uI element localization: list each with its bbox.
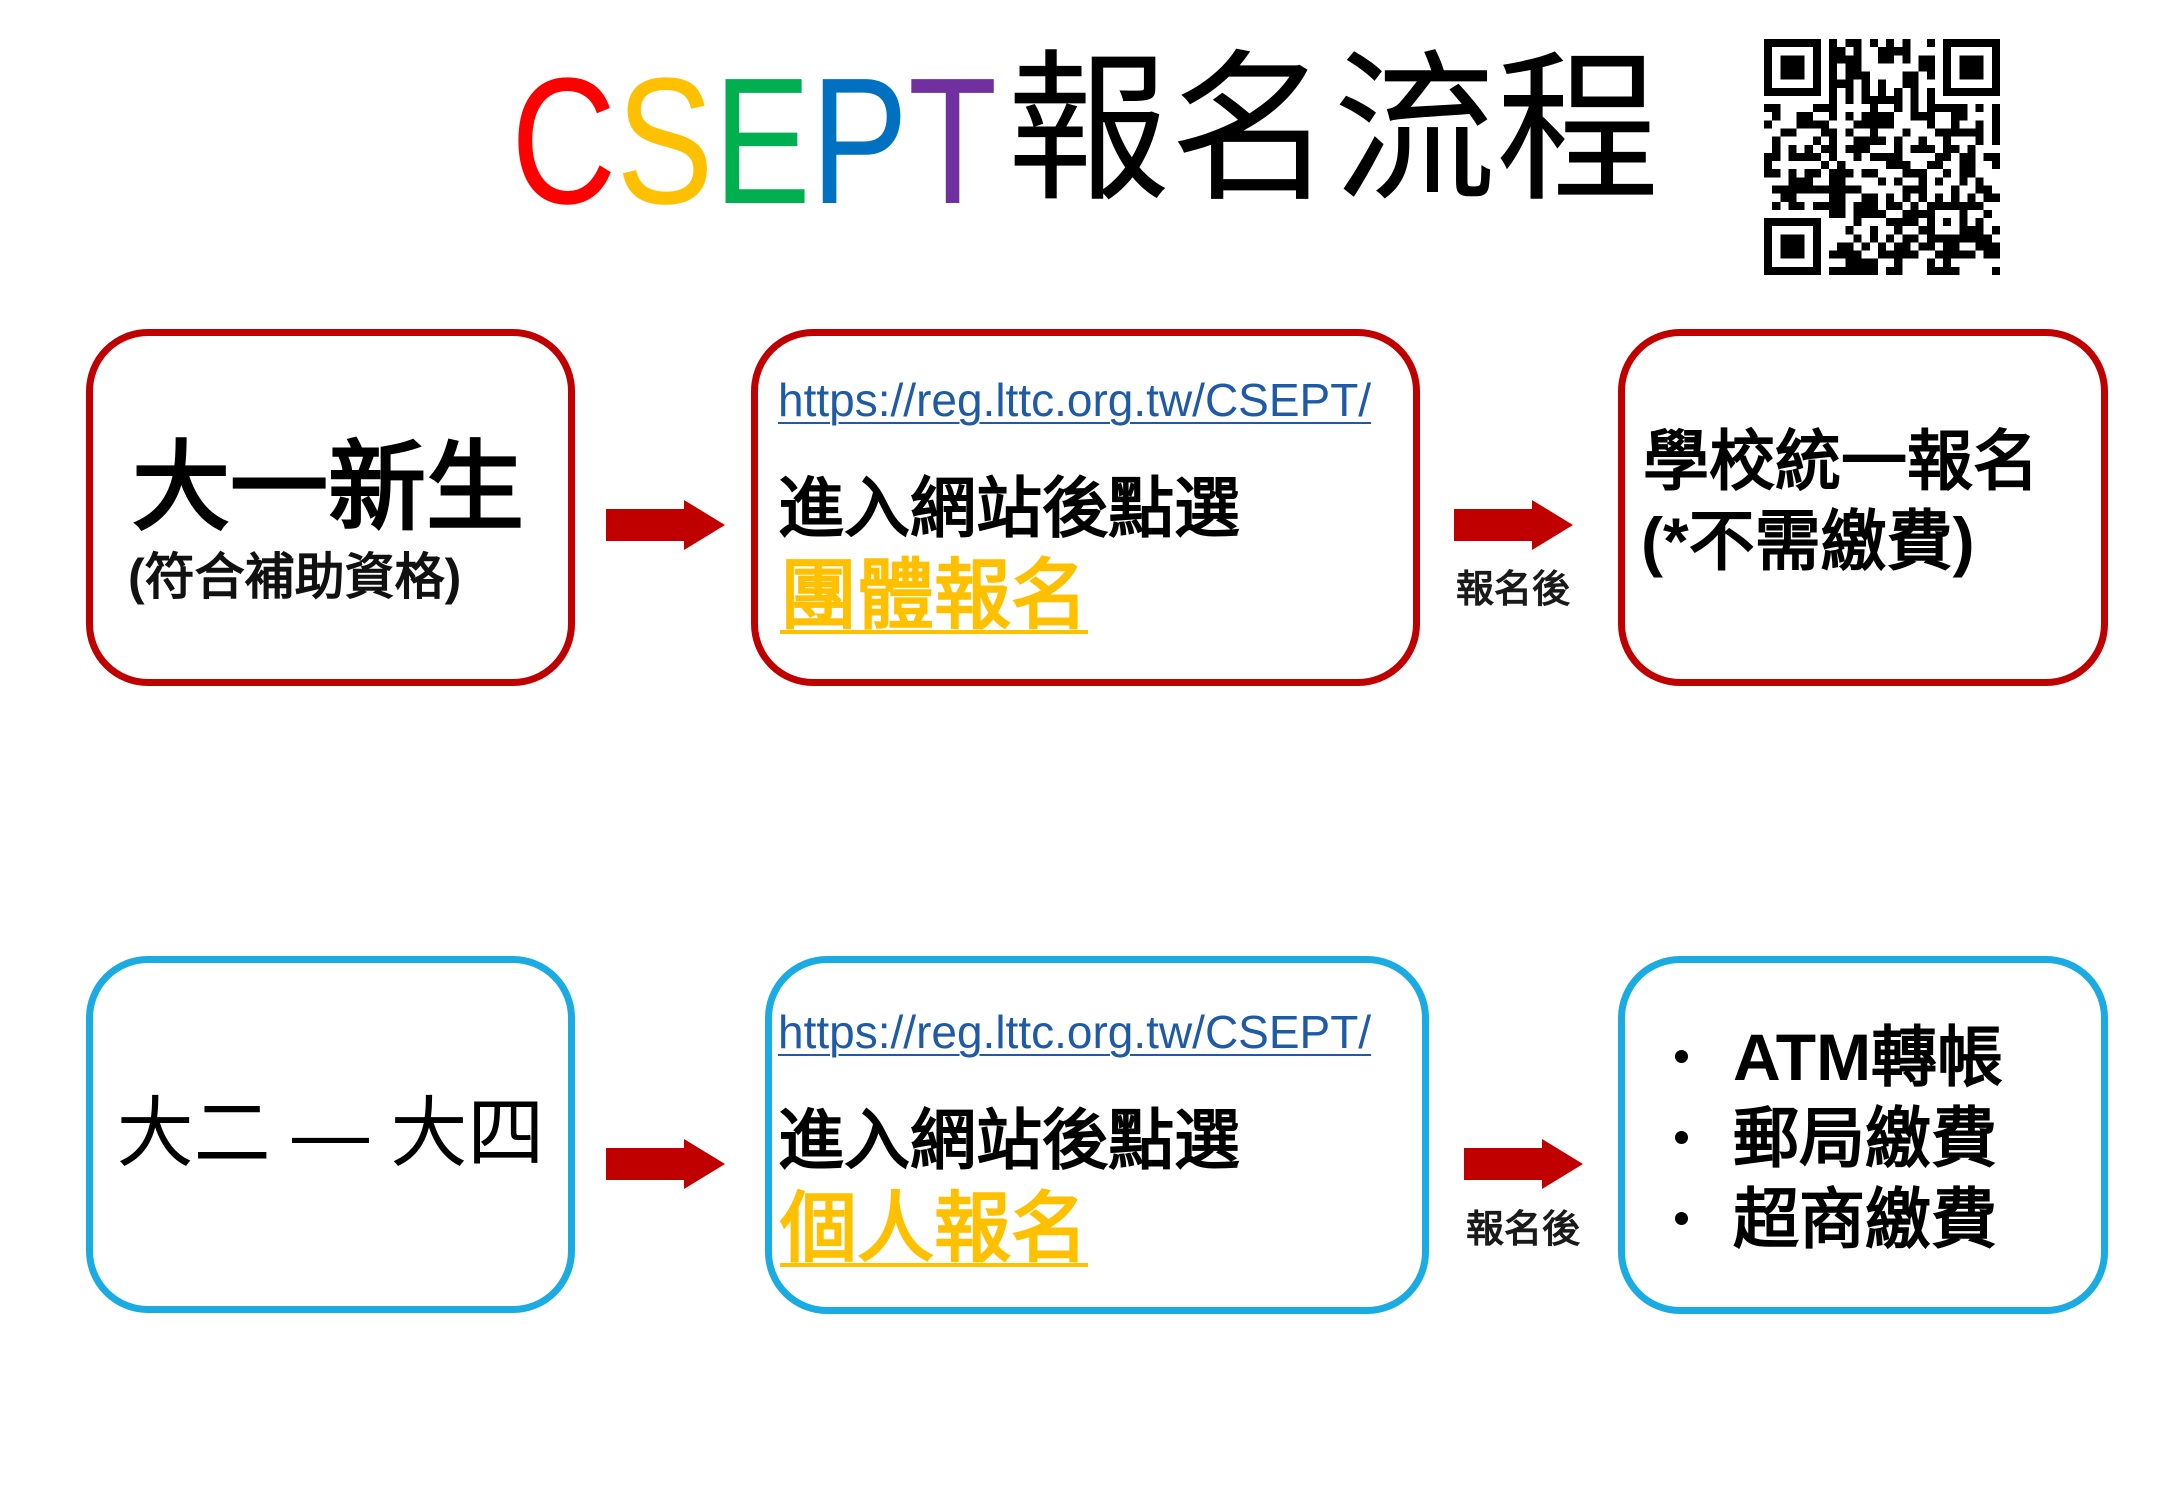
registration-url-link[interactable]: https://reg.lttc.org.tw/CSEPT/ [778, 1006, 1372, 1058]
bullet-dot [1675, 1212, 1688, 1225]
title-letter-s: S [616, 41, 714, 242]
list-item: ATM轉帳 [1668, 1016, 2098, 1097]
register-option-group: 團體報名 [780, 553, 1088, 639]
after-registration-label: 報名後 [1456, 569, 1571, 611]
payment-method: ATM轉帳 [1733, 1019, 2004, 1094]
result-box: ATM轉帳 郵局繳費 超商繳費 [1618, 956, 2108, 1314]
arrow-right-icon [1464, 1139, 1583, 1189]
title-letter-t: T [908, 41, 998, 242]
group-label: 大二 — 大四 [116, 1091, 545, 1177]
group-box: 大一新生 (符合補助資格) [86, 329, 575, 686]
register-instruction: 進入網站後點選 [778, 1103, 1240, 1177]
bullet-dot [1675, 1131, 1688, 1144]
group-label: 大一新生 [132, 432, 525, 542]
title-letter-e: E [713, 41, 811, 242]
register-option-individual: 個人報名 [780, 1186, 1088, 1272]
arrow-right-icon [1454, 500, 1573, 550]
qr-code [1764, 39, 2000, 275]
title-letter-c: C [511, 41, 617, 242]
result-box: 學校統一報名 (*不需繳費) [1618, 329, 2108, 686]
payment-method-list: ATM轉帳 郵局繳費 超商繳費 [1668, 1016, 2098, 1259]
group-box: 大二 — 大四 [86, 956, 575, 1313]
group-note: (符合補助資格) [128, 549, 462, 605]
register-box: https://reg.lttc.org.tw/CSEPT/ 進入網站後點選 團… [751, 329, 1420, 686]
after-registration-label: 報名後 [1466, 1209, 1581, 1251]
title-csept: CSEPT [511, 52, 997, 232]
payment-method: 超商繳費 [1733, 1181, 1997, 1256]
title-suffix: 報名流程 [1007, 38, 1660, 221]
register-box: https://reg.lttc.org.tw/CSEPT/ 進入網站後點選 個… [765, 956, 1429, 1314]
registration-url-link[interactable]: https://reg.lttc.org.tw/CSEPT/ [778, 374, 1372, 426]
title-letter-p: P [810, 41, 909, 242]
arrow-right-icon [606, 1139, 725, 1189]
list-item: 郵局繳費 [1668, 1097, 2098, 1178]
arrow-right-icon [606, 500, 725, 550]
list-item: 超商繳費 [1668, 1178, 2098, 1259]
payment-method: 郵局繳費 [1733, 1100, 1997, 1175]
bullet-dot [1675, 1050, 1688, 1063]
result-line: 學校統一報名 [1643, 424, 2039, 498]
result-line: (*不需繳費) [1641, 504, 1975, 578]
register-instruction: 進入網站後點選 [778, 471, 1240, 545]
